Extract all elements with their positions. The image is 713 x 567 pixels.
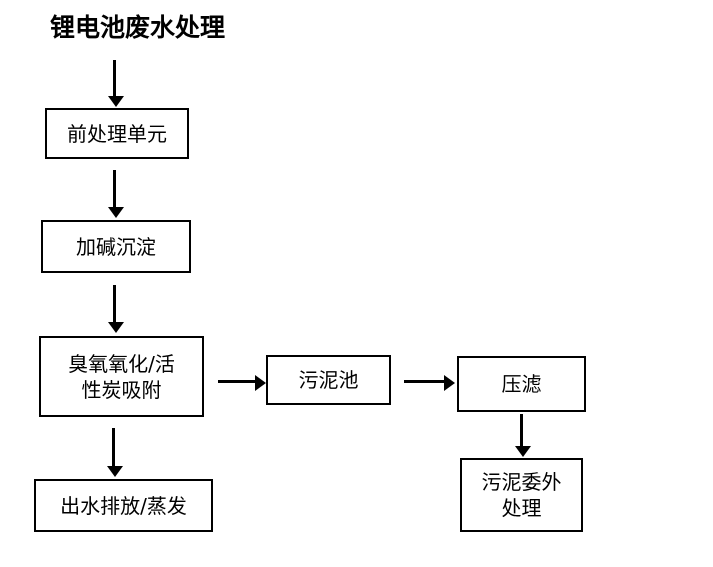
node-ozone-carbon-label-line1: 臭氧氧化/活 [68, 351, 175, 376]
arrow-title-to-pretreatment [108, 60, 124, 107]
arrow-ozone-carbon-to-effluent-discharge [107, 428, 123, 477]
node-sludge-outsourced[interactable]: 污泥委外 处理 [460, 458, 583, 532]
node-effluent-discharge-label: 出水排放/蒸发 [60, 493, 187, 518]
node-filter-press-label: 压滤 [501, 372, 542, 396]
node-sludge-outsourced-label-line2: 处理 [501, 496, 542, 520]
arrow-sludge-pool-to-filter-press [404, 375, 455, 391]
node-ozone-carbon[interactable]: 臭氧氧化/活 性炭吸附 [39, 336, 204, 417]
arrow-alkali-precip-to-ozone-carbon [108, 285, 124, 333]
diagram-title: 锂电池废水处理 [50, 13, 226, 42]
node-alkali-precip-label: 加碱沉淀 [76, 234, 156, 259]
node-effluent-discharge[interactable]: 出水排放/蒸发 [34, 479, 213, 532]
node-ozone-carbon-label-line2: 性炭吸附 [81, 377, 162, 402]
node-sludge-pool[interactable]: 污泥池 [266, 355, 391, 405]
node-filter-press[interactable]: 压滤 [457, 356, 586, 412]
arrow-pretreatment-to-alkali-precip [108, 170, 124, 218]
node-pretreatment[interactable]: 前处理单元 [45, 108, 189, 159]
node-sludge-pool-label: 污泥池 [298, 368, 359, 392]
node-sludge-outsourced-label: 污泥委外 处理 [466, 469, 577, 521]
node-ozone-carbon-label: 臭氧氧化/活 性炭吸附 [45, 351, 198, 403]
node-pretreatment-label: 前处理单元 [67, 121, 167, 146]
node-alkali-precip[interactable]: 加碱沉淀 [41, 220, 191, 273]
node-sludge-outsourced-label-line1: 污泥委外 [481, 470, 562, 494]
arrow-ozone-carbon-to-sludge-pool [218, 375, 266, 391]
arrow-filter-press-to-sludge-outsourced [515, 414, 531, 457]
